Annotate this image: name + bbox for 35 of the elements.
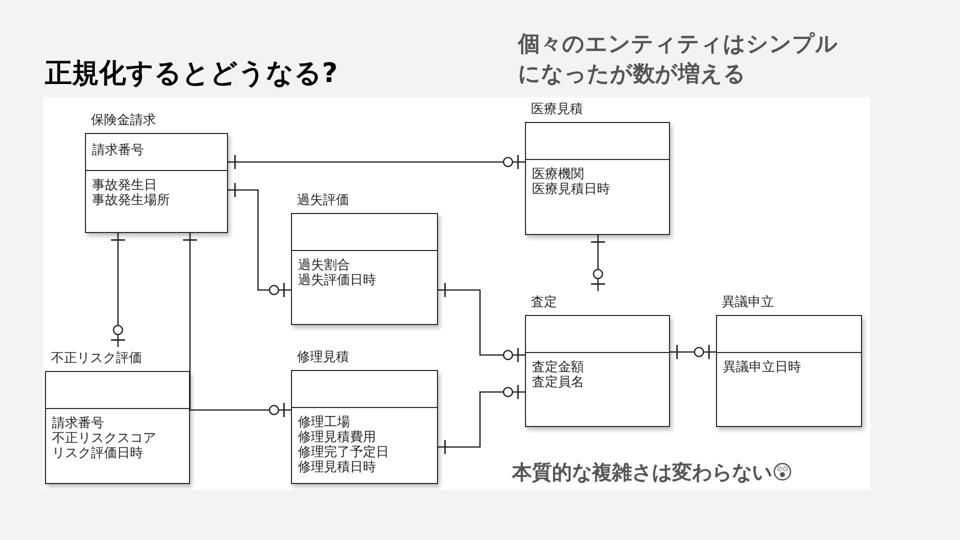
attribute-name: 請求番号 bbox=[52, 416, 104, 431]
relationship-line bbox=[670, 344, 716, 360]
attribute-name: 過失評価日時 bbox=[298, 273, 376, 288]
attribute-name: 事故発生場所 bbox=[92, 193, 170, 208]
entity-name: 不正リスク評価 bbox=[51, 350, 142, 367]
attribute-name: 医療見積日時 bbox=[532, 182, 610, 197]
attribute-name: 事故発生日 bbox=[92, 178, 157, 193]
relationship-line bbox=[438, 384, 525, 455]
attribute-name: リスク評価日時 bbox=[52, 446, 143, 461]
relationship-line bbox=[590, 235, 606, 291]
relationship-line bbox=[110, 233, 126, 347]
slide-title: 正規化するとどうなる? bbox=[45, 57, 338, 91]
entity-name: 異議申立 bbox=[722, 294, 774, 311]
relationship-line bbox=[438, 282, 525, 363]
note-text: 本質的な複雑さは変わらない😲 bbox=[512, 459, 794, 485]
key-attribute: 請求番号 bbox=[92, 142, 144, 159]
attribute-name: 査定員名 bbox=[532, 375, 584, 390]
attribute-name: 修理工場 bbox=[298, 415, 350, 430]
attribute-name: 医療機関 bbox=[532, 167, 584, 182]
note-text: 個々のエンティティはシンプルになったが数が増える bbox=[518, 31, 839, 89]
attribute-name: 修理見積費用 bbox=[298, 430, 376, 445]
relationship-line bbox=[228, 154, 525, 170]
entity-name: 査定 bbox=[531, 294, 557, 311]
entity-name: 医療見積 bbox=[531, 101, 583, 118]
relationship-line bbox=[182, 233, 291, 418]
entity-name: 過失評価 bbox=[297, 192, 349, 209]
attribute-name: 異議申立日時 bbox=[723, 360, 801, 375]
attribute-name: 査定金額 bbox=[532, 360, 584, 375]
attribute-name: 過失割合 bbox=[298, 258, 350, 273]
attribute-name: 不正リスクスコア bbox=[52, 431, 156, 446]
entity-name: 修理見積 bbox=[297, 349, 349, 366]
attribute-name: 修理見積日時 bbox=[298, 460, 376, 475]
relationship-line bbox=[228, 182, 291, 298]
entity-name: 保険金請求 bbox=[91, 112, 156, 129]
attribute-name: 修理完了予定日 bbox=[298, 445, 389, 460]
